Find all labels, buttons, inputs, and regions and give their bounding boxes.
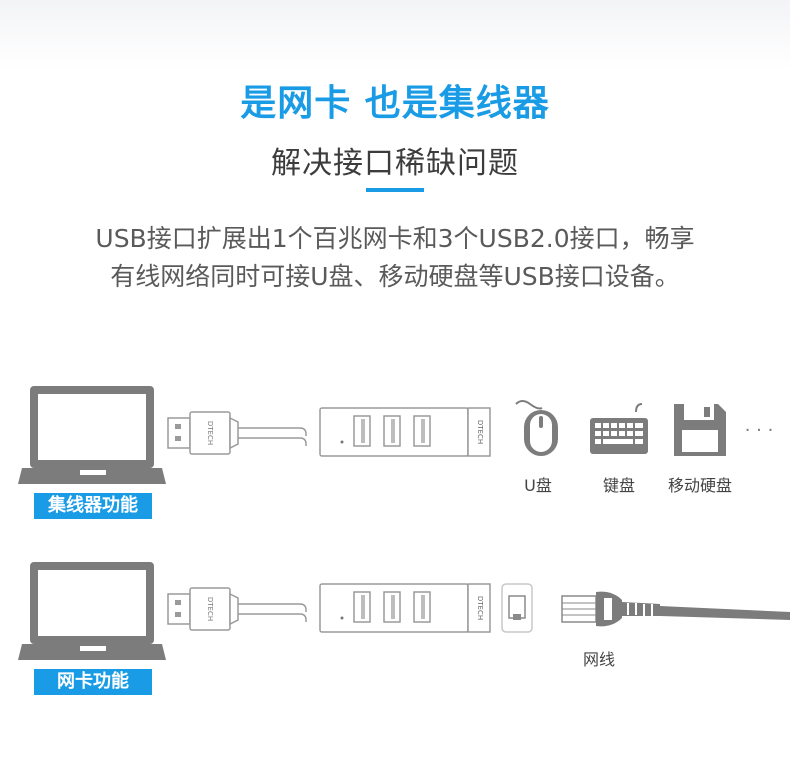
page-subtitle: 解决接口稀缺问题 (271, 146, 519, 181)
usb-hub-device: DTECH (319, 407, 491, 457)
description-line-2: 有线网络同时可接U盘、移动硬盘等USB接口设备。 (110, 262, 680, 291)
hub-function-badge: 集线器功能 (34, 493, 152, 519)
usb-plug-icon: DTECH (167, 411, 307, 455)
mouse-icon (515, 400, 558, 456)
page-title: 是网卡 也是集线器 (240, 83, 550, 124)
device-label-hard-drive: 移动硬盘 (667, 476, 732, 495)
description-line-1: USB接口扩展出1个百兆网卡和3个USB2.0接口，畅享 (95, 224, 695, 253)
device-label-usb-drive: U盘 (524, 476, 552, 495)
ethernet-cable-icon (561, 591, 790, 627)
description: USB接口扩展出1个百兆网卡和3个USB2.0接口，畅享 有线网络同时可接U盘、… (0, 220, 790, 296)
floppy-disk-icon (674, 404, 726, 456)
keyboard-icon (590, 403, 648, 454)
cable-label: 网线 (582, 650, 615, 669)
device-label-keyboard: 键盘 (602, 476, 635, 495)
hub-brand-text: DTECH (476, 596, 484, 620)
ethernet-port-icon (501, 583, 533, 633)
plug-brand-text: DTECH (206, 421, 214, 445)
usb-plug-icon: DTECH (167, 587, 307, 631)
laptop-icon (18, 562, 166, 660)
title-underline (366, 188, 424, 192)
usb-hub-device: DTECH (319, 583, 491, 633)
hub-brand-text: DTECH (476, 420, 484, 444)
plug-brand-text: DTECH (206, 597, 214, 621)
ellipsis-icon: · · · (744, 420, 774, 441)
nic-function-badge: 网卡功能 (34, 669, 152, 695)
laptop-icon (18, 386, 166, 484)
